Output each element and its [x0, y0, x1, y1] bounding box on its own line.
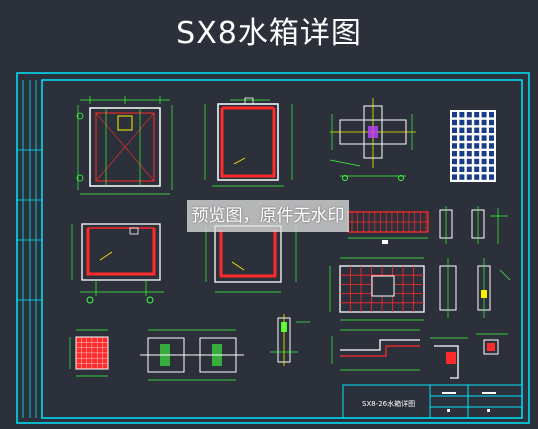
preview-watermark: 预览图，原件无水印: [187, 200, 349, 232]
section-view-middle-left: [71, 223, 164, 304]
step-section-detail: [331, 329, 420, 371]
inner-frame: [41, 79, 523, 419]
pipe-joint-detail: [329, 98, 416, 181]
plan-view-top-left: [76, 96, 173, 195]
section-view-top-center: [204, 97, 293, 187]
slab-detail-bottom-left: [69, 329, 109, 377]
outer-frame: [16, 72, 530, 424]
title-block-drawing-label: SX8-26水箱详图: [362, 400, 416, 408]
pipe-details-right: [439, 258, 511, 318]
title-block: [342, 384, 523, 419]
section-view-middle-center: [205, 225, 297, 293]
binding-strip: [17, 80, 42, 418]
title-block-marks: [442, 392, 496, 412]
pipe-support-detail: [270, 314, 310, 366]
schedule-table: [450, 110, 496, 182]
page-title: SX8水箱详图: [176, 16, 362, 51]
slab-plan-center: [329, 257, 425, 321]
wall-sections-bottom: [140, 329, 244, 381]
rebar-beam-detail: [347, 211, 429, 244]
column-details-right: [439, 206, 508, 244]
corner-details-bottom-right: [430, 333, 508, 379]
